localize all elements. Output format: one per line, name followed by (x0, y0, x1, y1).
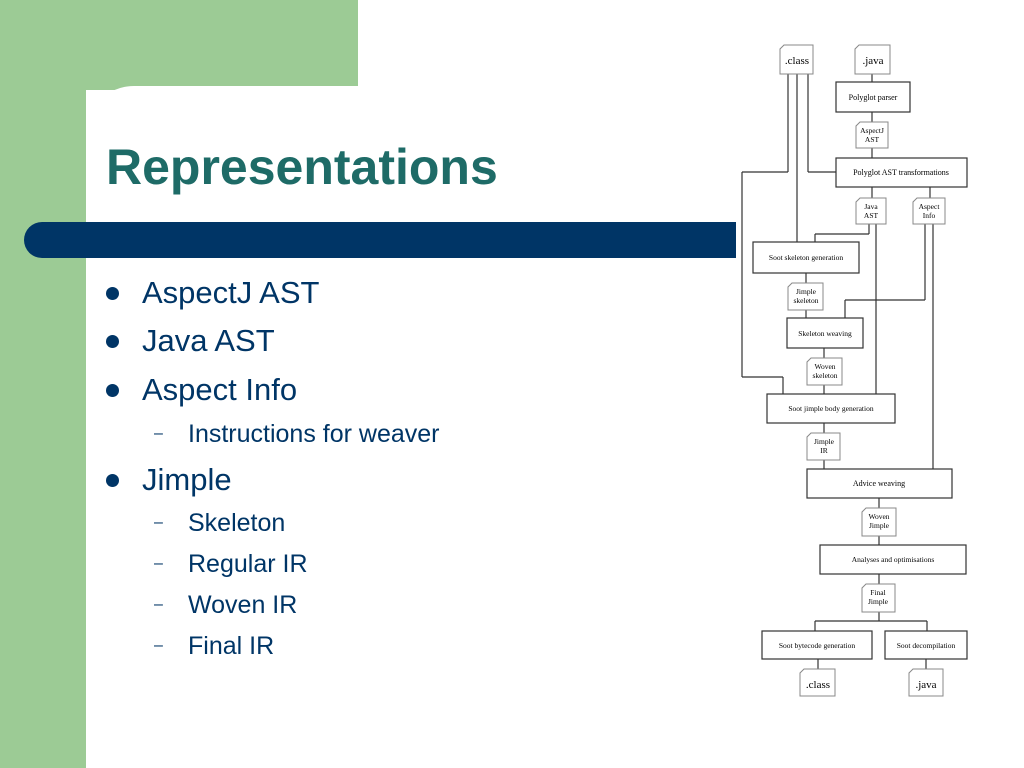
step-label: Advice weaving (853, 479, 905, 488)
step-soot-bytecode (761, 630, 873, 660)
sub-bullet-item: – Skeleton (154, 508, 286, 538)
doc-aspect-info (912, 197, 946, 225)
step-label: Soot bytecode generation (779, 641, 855, 650)
step-polyglot-ast (835, 157, 968, 188)
dash-icon: – (154, 637, 163, 654)
doc-woven-skeleton (806, 357, 843, 386)
bullet-item: AspectJ AST (106, 275, 320, 311)
bullet-text: Jimple (142, 462, 232, 497)
doc-label: Jimple (796, 287, 817, 296)
bullet-dot-icon (106, 335, 119, 348)
bullet-item: Java AST (106, 323, 275, 359)
bullet-dot-icon (106, 287, 119, 300)
step-label: Polyglot parser (849, 93, 898, 102)
dash-icon: – (154, 514, 163, 531)
bullet-dot-icon (106, 474, 119, 487)
background-green-left (0, 0, 86, 768)
bullet-dot-icon (106, 384, 119, 397)
sub-bullet-item: – Instructions for weaver (154, 419, 440, 449)
sub-bullet-text: Regular IR (188, 550, 308, 578)
step-label: Polyglot AST transformations (853, 168, 949, 177)
step-label: Soot jimple body generation (788, 404, 873, 413)
dash-icon: – (154, 425, 163, 442)
doc-label: AST (864, 211, 879, 220)
bullet-text: Aspect Info (142, 372, 298, 407)
doc-class-output (799, 668, 836, 697)
doc-label: Woven (868, 512, 889, 521)
doc-label: Jimple (869, 521, 890, 530)
doc-label: .java (915, 679, 936, 691)
doc-label: skeleton (794, 296, 819, 305)
bullet-item: Jimple (106, 462, 232, 498)
dash-icon: – (154, 555, 163, 572)
sub-bullet-text: Instructions for weaver (188, 420, 440, 448)
step-polyglot-parser (835, 81, 911, 113)
slide-title: Representations (106, 139, 498, 195)
doc-label: Aspect (919, 202, 941, 211)
doc-java-ast (855, 197, 887, 225)
doc-java-output (908, 668, 944, 697)
sub-bullet-text: Final IR (188, 632, 275, 660)
title-underline-bar (24, 222, 736, 258)
doc-label: .class (785, 55, 809, 67)
step-label: Soot skeleton generation (769, 253, 843, 262)
doc-label: Jimple (868, 597, 889, 606)
sub-bullet-item: – Final IR (154, 631, 275, 661)
doc-woven-jimple (861, 507, 897, 537)
diagram-connectors (741, 74, 934, 669)
step-soot-skeleton (752, 241, 860, 274)
diagram-steps (752, 81, 968, 660)
diagram-labels: .class .java Polyglot parser AspectJ AST… (769, 55, 956, 691)
sub-bullet-text: Skeleton (188, 509, 286, 537)
doc-label: AspectJ (860, 126, 884, 135)
step-soot-decompilation (884, 630, 968, 660)
step-label: Analyses and optimisations (852, 555, 935, 564)
sub-bullet-item: – Regular IR (154, 549, 308, 579)
step-label: Skeleton weaving (798, 329, 852, 338)
doc-final-jimple (861, 583, 896, 613)
doc-class-input (779, 44, 814, 75)
bullet-item: Aspect Info (106, 372, 298, 408)
doc-label: Final (870, 588, 885, 597)
doc-label: .java (862, 55, 883, 67)
dash-icon: – (154, 596, 163, 613)
bullet-text: Java AST (142, 323, 275, 358)
step-label: Soot decompilation (897, 641, 956, 650)
doc-label: .class (806, 679, 830, 691)
step-analyses (819, 544, 967, 575)
doc-label: IR (820, 446, 828, 455)
doc-label: Woven (814, 362, 835, 371)
doc-label: Info (923, 211, 936, 220)
doc-label: AST (865, 135, 880, 144)
step-advice-weaving (806, 468, 953, 499)
sub-bullet-text: Woven IR (188, 591, 298, 619)
bullet-text: AspectJ AST (142, 275, 320, 310)
compiler-flow-diagram: .class .java Polyglot parser AspectJ AST… (741, 44, 968, 697)
doc-label: Jimple (814, 437, 835, 446)
doc-java-input (854, 44, 891, 75)
doc-jimple-ir (806, 432, 841, 461)
doc-label: skeleton (813, 371, 838, 380)
doc-aspectj-ast (855, 121, 889, 149)
step-skeleton-weaving (786, 317, 864, 349)
diagram-documents (779, 44, 946, 697)
step-soot-jimple-body (766, 393, 896, 424)
doc-jimple-skeleton (787, 282, 824, 311)
sub-bullet-item: – Woven IR (154, 590, 298, 620)
doc-label: Java (864, 202, 878, 211)
